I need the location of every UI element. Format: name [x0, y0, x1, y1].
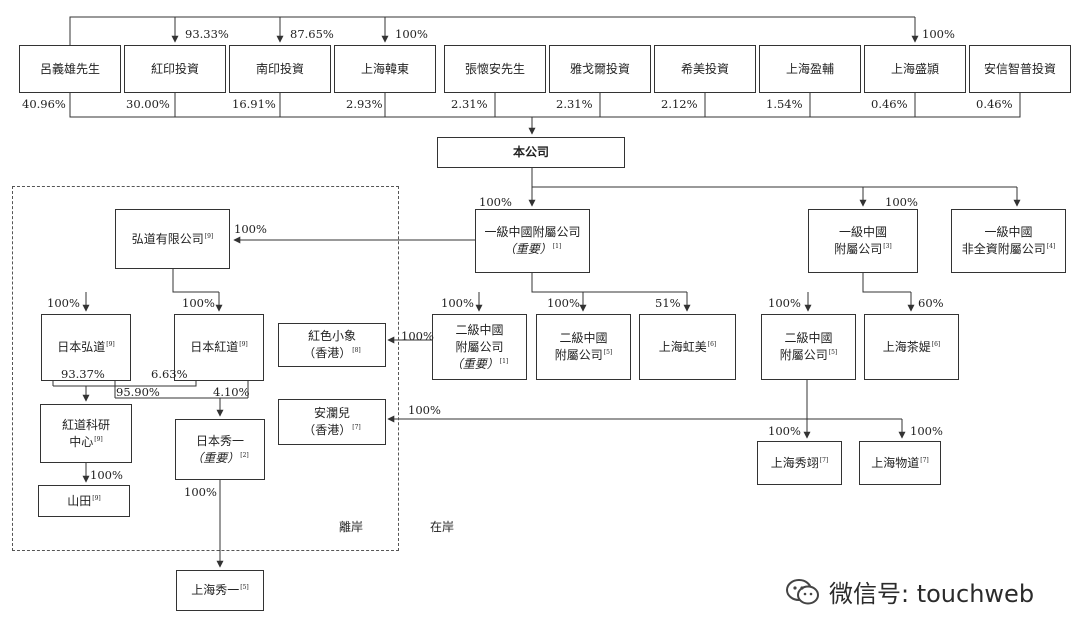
link-pct: 100% — [768, 296, 801, 310]
link-pct: 100% — [47, 296, 80, 310]
shareholder-pct: 2.31% — [451, 97, 488, 111]
offshore-region — [12, 186, 399, 551]
shareholder-pct: 2.93% — [346, 97, 383, 111]
shareholder-box: 上海盛頴 — [864, 45, 966, 93]
japan-xiuyi-box: 日本秀一 （重要）[2] — [175, 419, 265, 480]
link-pct: 4.10% — [213, 385, 250, 399]
second-level-subsidiary-a: 二級中國 附屬公司 （重要）[1] — [432, 314, 527, 380]
shanghai-wudao-box: 上海物道[7] — [859, 441, 941, 485]
shareholder-box: 雅戈爾投資 — [549, 45, 651, 93]
link-pct: 100% — [395, 27, 428, 41]
link-pct: 51% — [655, 296, 681, 310]
company-box: 本公司 — [437, 137, 625, 168]
link-pct: 100% — [922, 27, 955, 41]
link-pct: 100% — [182, 296, 215, 310]
link-pct: 87.65% — [290, 27, 334, 41]
link-pct: 100% — [408, 403, 441, 417]
shareholder-pct: 2.31% — [556, 97, 593, 111]
hongdao-research-box: 紅道科研 中心[9] — [40, 404, 132, 463]
shareholder-pct: 30.00% — [126, 97, 170, 111]
first-level-subsidiary-c: 一級中國 非全資附屬公司[4] — [951, 209, 1066, 273]
shareholder-box: 上海韓東 — [334, 45, 436, 93]
link-pct: 100% — [768, 424, 801, 438]
shanghai-xiuyi-1-box: 上海秀一[5] — [176, 570, 264, 611]
first-level-subsidiary-b: 一級中國 附屬公司[3] — [808, 209, 918, 273]
link-pct: 100% — [885, 195, 918, 209]
japan-hongdao-box: 日本弘道[9] — [41, 314, 131, 381]
link-pct: 100% — [441, 296, 474, 310]
watermark-text: 微信号: touchweb — [829, 580, 1035, 608]
shareholder-box: 張懷安先生 — [444, 45, 546, 93]
hongdao-ltd-box: 弘道有限公司[9] — [115, 209, 230, 269]
link-pct: 100% — [479, 195, 512, 209]
shareholder-box: 南印投資 — [229, 45, 331, 93]
link-pct: 95.90% — [116, 385, 160, 399]
link-pct: 100% — [547, 296, 580, 310]
yamada-box: 山田[9] — [38, 485, 130, 517]
shanghai-chaxu-box: 上海茶媞[6] — [864, 314, 959, 380]
shanghai-xiuyi-box: 上海秀翊[7] — [757, 441, 842, 485]
shareholder-pct: 0.46% — [871, 97, 908, 111]
shareholder-box: 希美投資 — [654, 45, 756, 93]
shareholder-box: 紅印投資 — [124, 45, 226, 93]
offshore-label: 離岸 — [339, 520, 364, 534]
anlan-box: 安瀾兒 （香港）[7] — [278, 399, 386, 445]
onshore-label: 在岸 — [430, 520, 455, 534]
shanghai-hongmei-box: 上海虹美[6] — [639, 314, 736, 380]
second-level-subsidiary-b: 二級中國 附屬公司[5] — [536, 314, 631, 380]
shareholder-pct: 16.91% — [232, 97, 276, 111]
japan-hongdao2-box: 日本紅道[9] — [174, 314, 264, 381]
shareholder-box: 上海盈輔 — [759, 45, 861, 93]
link-pct: 100% — [401, 329, 434, 343]
link-pct: 100% — [234, 222, 267, 236]
shareholder-pct: 1.54% — [766, 97, 803, 111]
link-pct: 6.63% — [151, 367, 188, 381]
shareholder-box: 安信智普投資 — [969, 45, 1071, 93]
link-pct: 100% — [90, 468, 123, 482]
first-level-subsidiary-a: 一級中國附屬公司 （重要）[1] — [475, 209, 590, 273]
link-pct: 100% — [184, 485, 217, 499]
shareholder-pct: 0.46% — [976, 97, 1013, 111]
wechat-icon — [786, 578, 819, 604]
shareholder-pct: 40.96% — [22, 97, 66, 111]
link-pct: 60% — [918, 296, 944, 310]
wechat-watermark: 微信号: touchweb — [785, 574, 1034, 609]
link-pct: 100% — [910, 424, 943, 438]
shareholder-pct: 2.12% — [661, 97, 698, 111]
red-elephant-box: 紅色小象 （香港）[8] — [278, 323, 386, 367]
link-pct: 93.33% — [185, 27, 229, 41]
link-pct: 93.37% — [61, 367, 105, 381]
second-level-subsidiary-c: 二級中國 附屬公司[5] — [761, 314, 856, 380]
shareholder-box: 呂義雄先生 — [19, 45, 121, 93]
